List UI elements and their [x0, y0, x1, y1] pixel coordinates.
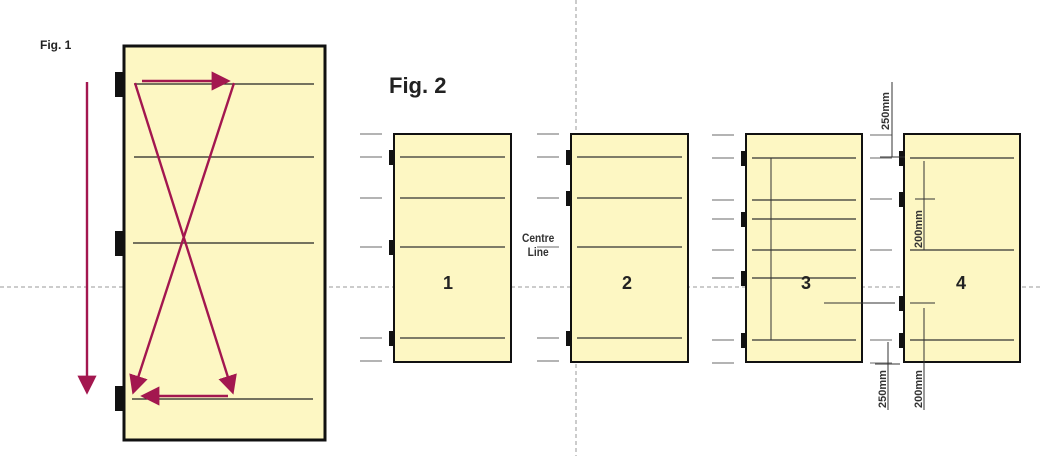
centre-line-label-line1: Centre	[522, 231, 555, 245]
fig1-title: Fig. 1	[40, 38, 72, 52]
fig1-diagonal-arrow-2	[129, 82, 236, 395]
panel-label-4: 4	[956, 273, 967, 293]
fig2-panel-4-hinge	[899, 333, 905, 348]
dim-label-bottom-250mm: 250mm	[877, 370, 889, 408]
fig2-panel-3-hinge	[741, 271, 747, 286]
fig2-panel-1-hinge	[389, 150, 395, 165]
fig2-panel-4-door	[903, 133, 1021, 363]
fig2-panel-4-hinge	[899, 151, 905, 166]
dim-label-upper-200mm: 200mm	[913, 210, 925, 248]
fig1-hinge-middle	[115, 231, 125, 256]
fig2-panel-1-door	[393, 133, 512, 363]
fig2-panel-3-door	[745, 133, 863, 363]
dim-label-top-250mm: 250mm	[880, 92, 892, 130]
fig2-panel-4-hinge	[899, 192, 905, 207]
dim-label-lower-200mm: 200mm	[913, 370, 925, 408]
fig2-panel-1-hinge	[389, 331, 395, 346]
fig2-panel-2-hinge	[566, 331, 572, 346]
fig2-panel-3-hinge	[741, 212, 747, 227]
fig2-panels	[360, 133, 1021, 364]
fig1-hinge-top	[115, 72, 125, 97]
fig2-panel-4-hinge	[899, 296, 905, 311]
fig2-panel-2-door	[570, 133, 689, 363]
panel-label-2: 2	[622, 273, 633, 293]
fig2-title: Fig. 2	[389, 73, 447, 98]
fig2-panel-1-hinge	[389, 240, 395, 255]
panel-label-1: 1	[443, 273, 454, 293]
fig1-arrows	[77, 71, 237, 406]
panel-label-3: 3	[801, 273, 812, 293]
fig2-dimensions	[770, 82, 935, 410]
fig2-panel-3-hinge	[741, 151, 747, 166]
fig2-panel-3-hinge	[741, 333, 747, 348]
centre-line-label: Centre Line	[522, 231, 554, 259]
fig2-panel-2-hinge	[566, 150, 572, 165]
fig1-door	[115, 44, 327, 442]
fig2-panel-2-hinge	[566, 191, 572, 206]
centre-line-label-line2: Line	[527, 245, 549, 259]
fig1-hinge-bottom	[115, 386, 125, 411]
